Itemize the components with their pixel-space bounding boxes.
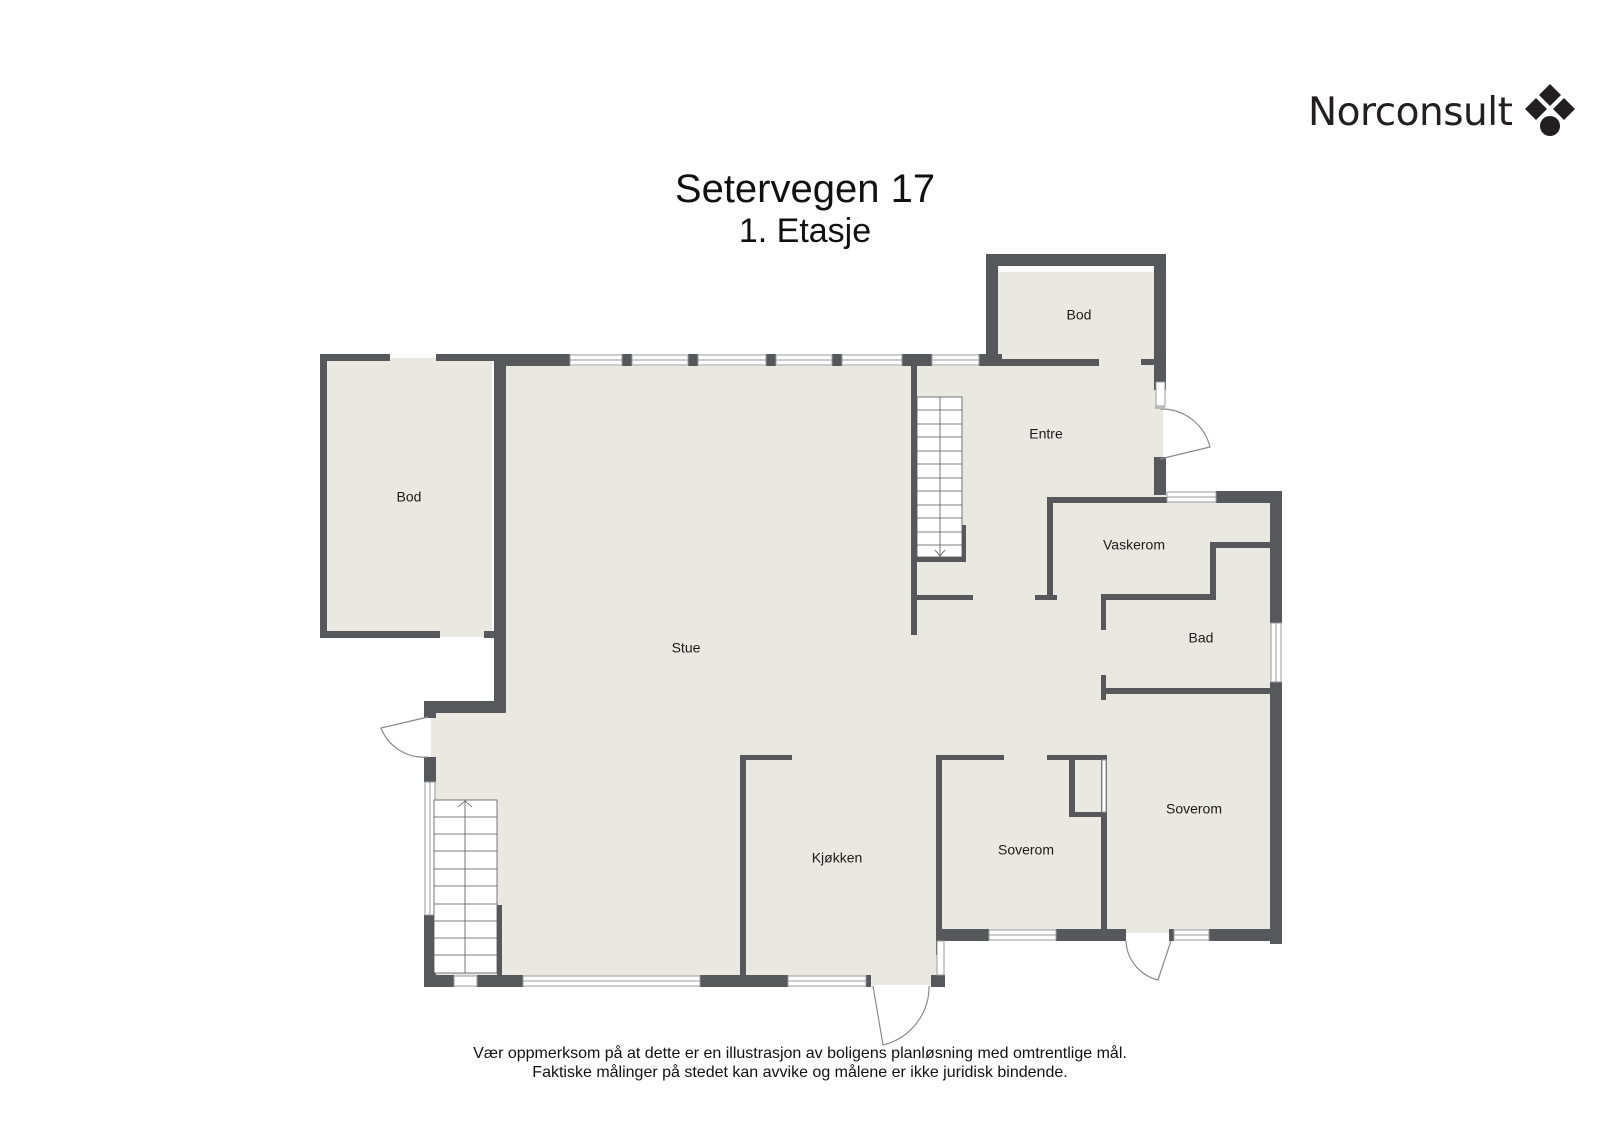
window-south-small [453, 975, 478, 987]
doors [380, 406, 1211, 1046]
arrow-up-icon [457, 800, 473, 808]
door-kjokken-south [872, 985, 930, 1046]
norconsult-diamonds-logo-icon [1525, 84, 1576, 136]
room-label-vaskerom: Vaskerom [1103, 537, 1165, 553]
disclaimer-line-1: Vær oppmerksom på at dette er en illustr… [473, 1045, 1127, 1062]
room-label-bad: Bad [1189, 630, 1214, 646]
door-west [380, 716, 429, 758]
room-labels: Bod Stue Bod Entre Vaskerom Bad Soverom … [397, 307, 1222, 866]
disclaimer: Vær oppmerksom på at dette er en illustr… [0, 1044, 1600, 1082]
door-entre-east [1155, 406, 1211, 460]
stairs-down-entre [916, 396, 963, 558]
address-title: Setervegen 17 [674, 167, 936, 211]
room-label-soverom-middle: Soverom [998, 842, 1054, 858]
walls [320, 254, 1282, 987]
norconsult-logo: Norconsult [1308, 84, 1578, 140]
brand-name: Norconsult [1308, 89, 1513, 135]
room-label-entre: Entre [1029, 426, 1063, 442]
disclaimer-line-2: Faktiske målinger på stedet kan avvike o… [532, 1064, 1068, 1081]
floor-bod-west-opening [438, 629, 488, 637]
floor-subtitle: 1. Etasje [738, 212, 872, 250]
window-entre-east [1155, 381, 1166, 407]
arrow-down-icon [934, 549, 946, 557]
windows [424, 354, 1282, 987]
room-label-stue: Stue [672, 640, 701, 656]
plan-title: Setervegen 17 1. Etasje [0, 166, 1600, 250]
room-label-bod-west: Bod [397, 489, 422, 505]
door-soverom-south [1125, 940, 1172, 981]
stairs-up-stue [433, 799, 498, 974]
floor-main [431, 272, 1278, 985]
window-kjokken-east [936, 940, 945, 976]
floor-areas [323, 272, 1278, 985]
room-label-kjokken: Kjøkken [812, 850, 863, 866]
floor-bod-west [323, 358, 492, 634]
room-label-bod-north: Bod [1067, 307, 1092, 323]
window-soverom-inner [1101, 759, 1107, 813]
room-label-soverom-east: Soverom [1166, 801, 1222, 817]
